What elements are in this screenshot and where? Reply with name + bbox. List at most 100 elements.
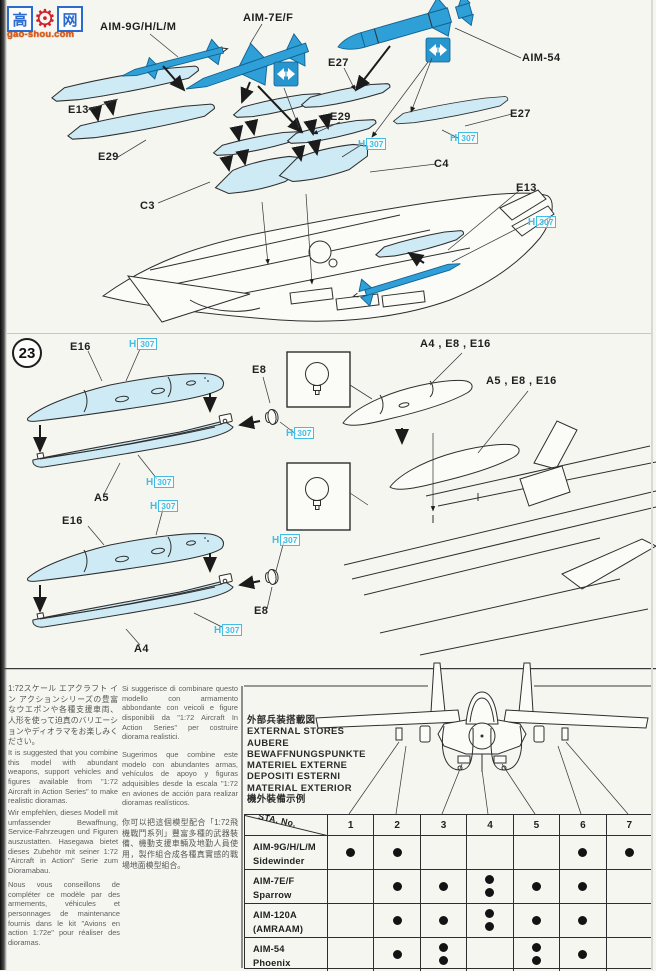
label-e13-right: E13 bbox=[516, 182, 537, 194]
both-sides-symbol-icon bbox=[425, 37, 451, 63]
store-dot bbox=[485, 909, 495, 919]
watermark-domain: gao-shou.com bbox=[7, 29, 75, 40]
both-sides-symbol-icon bbox=[273, 61, 299, 87]
store-dot bbox=[485, 888, 495, 898]
label-e13-left: E13 bbox=[68, 104, 89, 116]
label-e8-b: E8 bbox=[254, 605, 269, 617]
store-dot bbox=[439, 915, 449, 925]
station-cell bbox=[605, 936, 652, 971]
note-japanese: 1:72スケール エアクラフト イン アクションシリーズの豊富なウエポンや各種支… bbox=[8, 684, 118, 747]
watermark-char-right: 网 bbox=[57, 6, 83, 32]
heading-line: AUBERE bbox=[247, 736, 289, 748]
station-cell bbox=[419, 936, 467, 971]
step23-diagram-art bbox=[0, 348, 656, 656]
station-cell bbox=[466, 868, 513, 903]
store-dot bbox=[439, 881, 449, 891]
store-dot bbox=[578, 881, 588, 891]
station-cell bbox=[559, 868, 606, 903]
store-dot bbox=[346, 847, 356, 857]
station-cell bbox=[327, 936, 374, 971]
station-cell bbox=[512, 902, 560, 937]
station-cell bbox=[327, 902, 374, 937]
column-header: 2 bbox=[373, 815, 419, 835]
station-cell bbox=[419, 835, 467, 869]
label-e27-right: E27 bbox=[510, 108, 531, 120]
station-cell bbox=[327, 868, 374, 903]
station-cell bbox=[419, 868, 467, 903]
label-combo-top: A4 , E8 , E16 bbox=[420, 338, 491, 350]
column-header: 1 bbox=[327, 815, 373, 835]
heading-line: 機外裝備示例 bbox=[247, 792, 306, 804]
label-e27-left: E27 bbox=[328, 57, 349, 69]
station-cell bbox=[559, 835, 606, 869]
label-c3: C3 bbox=[140, 200, 155, 212]
station-cell bbox=[373, 868, 420, 903]
station-cell bbox=[512, 835, 560, 869]
store-dot bbox=[531, 881, 541, 891]
store-dot bbox=[485, 875, 495, 885]
station-cell bbox=[373, 902, 420, 937]
label-e29-right: E29 bbox=[330, 111, 351, 123]
top-diagram-art bbox=[49, 0, 555, 323]
station-cell bbox=[419, 902, 467, 937]
station-cell bbox=[466, 902, 513, 937]
station-cell bbox=[327, 835, 374, 869]
label-combo-bottom: A5 , E8 , E16 bbox=[486, 375, 557, 387]
store-dot bbox=[439, 956, 449, 966]
station-cell bbox=[605, 835, 652, 869]
station-cell bbox=[559, 902, 606, 937]
watermark-char-left: 高 bbox=[7, 6, 33, 32]
store-dot bbox=[392, 881, 402, 891]
label-a4: A4 bbox=[134, 643, 149, 655]
station-cell bbox=[512, 868, 560, 903]
store-dot bbox=[578, 915, 588, 925]
label-e8-a: E8 bbox=[252, 364, 267, 376]
bottom-art bbox=[0, 662, 656, 968]
note-spanish: Sugerimos que combine este modelo con ab… bbox=[122, 750, 238, 808]
watermark-logo: 高 网 gao-shou.com bbox=[7, 6, 85, 40]
note-chinese: 你可以把這個模型配合「1:72飛機戰鬥系列」豐富多種的武器裝備、機動支援車輛及地… bbox=[122, 818, 238, 870]
station-cell bbox=[605, 902, 652, 937]
station-cell bbox=[466, 936, 513, 971]
label-e16-b: E16 bbox=[62, 515, 83, 527]
step-number-badge: 23 bbox=[12, 338, 42, 368]
store-dot bbox=[578, 847, 588, 857]
station-cell bbox=[559, 936, 606, 971]
store-dot bbox=[531, 956, 541, 966]
heading-line: MATERIEL EXTERNE bbox=[247, 759, 348, 771]
row-label: AIM-120A(AMRAAM) bbox=[245, 902, 327, 937]
label-a5: A5 bbox=[94, 492, 109, 504]
station-cell bbox=[605, 868, 652, 903]
column-header: 7 bbox=[605, 815, 652, 835]
station-cell bbox=[373, 835, 420, 869]
heading-line: EXTERNAL STORES bbox=[247, 725, 345, 737]
store-dot bbox=[578, 949, 588, 959]
note-french: Nous vous conseillons de compléter ce mo… bbox=[8, 880, 120, 947]
column-header: 5 bbox=[512, 815, 559, 835]
store-dot bbox=[392, 847, 402, 857]
scan-edge-right bbox=[651, 0, 653, 970]
external-stores-heading: 外部兵装搭載図 EXTERNAL STORES AUBERE BEWAFFNUN… bbox=[247, 714, 366, 804]
station-cell bbox=[466, 835, 513, 869]
store-dot bbox=[392, 915, 402, 925]
store-dot bbox=[531, 915, 541, 925]
column-header: 3 bbox=[419, 815, 466, 835]
label-e16-a: E16 bbox=[70, 341, 91, 353]
station-cell bbox=[512, 936, 560, 971]
store-dot bbox=[392, 949, 402, 959]
label-aim54: AIM-54 bbox=[522, 52, 561, 64]
label-e29-left: E29 bbox=[98, 151, 119, 163]
